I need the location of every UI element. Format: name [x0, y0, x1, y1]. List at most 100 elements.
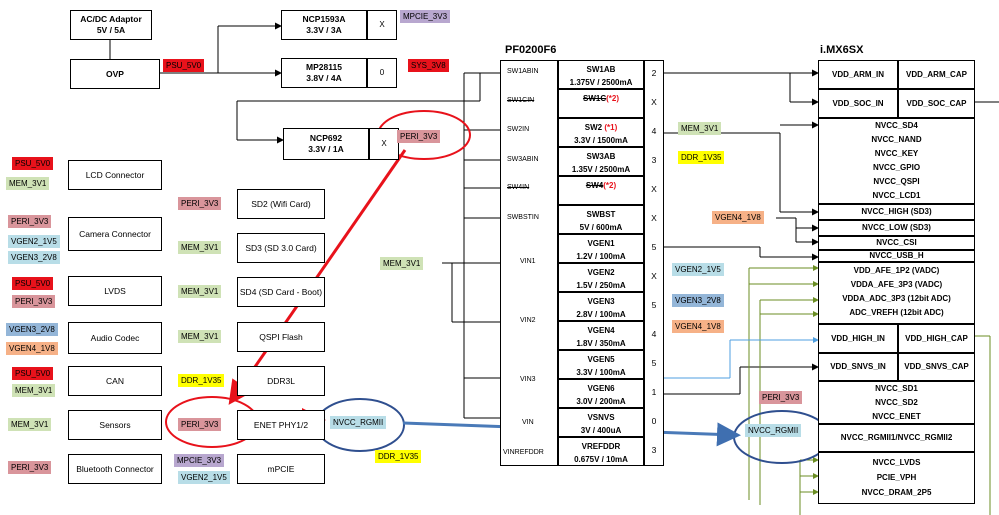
- pin-sw2in: SW2IN: [507, 126, 530, 133]
- ncp692-block: NCP692 3.3V / 1A: [283, 128, 369, 160]
- pf0200-num-column: [644, 60, 664, 466]
- qspi-block: QSPI Flash: [237, 322, 325, 352]
- mem-3v1-tag-right: MEM_3V1: [678, 122, 722, 135]
- camera-tag-vgen3: VGEN3_2V8: [8, 251, 60, 264]
- imx-vdd-soc-cap-label: VDD_SOC_CAP: [906, 99, 967, 108]
- sensors-label: Sensors: [99, 420, 131, 430]
- mpcie-tag: MPCIE_3V3: [174, 454, 225, 467]
- enet-tag: PERI_3V3: [178, 418, 222, 431]
- num-vgen5: 5: [651, 358, 657, 368]
- adaptor-title: AC/DC Adaptor: [80, 14, 142, 24]
- sd4-label: SD4 (SD Card - Boot): [239, 287, 323, 297]
- imx-vdd-snvs-cap: VDD_SNVS_CAP: [898, 353, 975, 381]
- vgen4-1v8-tag-right: VGEN4_1V8: [712, 211, 764, 224]
- imx-vdd-soc-in-label: VDD_SOC_IN: [832, 99, 884, 108]
- lvds-tag-psu: PSU_5V0: [12, 277, 54, 290]
- ddr-1v35-tag-bottom: DDR_1V35: [375, 450, 422, 463]
- imx-nvcc-low: NVCC_LOW (SD3): [818, 220, 975, 236]
- ovp-label: OVP: [106, 69, 124, 79]
- mpcie-tag-vgen2: VGEN2_1V5: [178, 471, 230, 484]
- imx-g3-0: NVCC_LVDS: [872, 458, 921, 467]
- rail-sw1c: SW1C(*2): [558, 89, 644, 118]
- vgen3-2v8-tag-right: VGEN3_2V8: [672, 294, 724, 307]
- imx-g3-1: PCIE_VPH: [876, 473, 917, 482]
- ddr-1v35-tag-right: DDR_1V35: [678, 151, 725, 164]
- imx-vdd-snvs-in-label: VDD_SNVS_IN: [830, 362, 886, 371]
- qspi-label: QSPI Flash: [259, 332, 303, 342]
- rail-sw1ab: SW1AB 1.375V / 2500mA: [558, 60, 644, 89]
- enet-phy-label: ENET PHY1/2: [253, 420, 309, 430]
- num-vgen3: 5: [651, 300, 657, 310]
- mp28115-rating: 3.8V / 4A: [306, 73, 342, 83]
- pf0200-title: PF0200F6: [505, 44, 557, 56]
- pin-vin2: VIN2: [520, 317, 536, 324]
- ncp1593a-pin-value: X: [379, 20, 385, 29]
- nvcc-rgmii-tag-left: NVCC_RGMII: [330, 416, 387, 429]
- imx-nvcc-group-2: NVCC_SD1 NVCC_SD2 NVCC_ENET: [818, 381, 975, 424]
- audio-tag-vgen3: VGEN3_2V8: [6, 323, 58, 336]
- rail-sw1c-name: SW1C: [582, 94, 607, 103]
- rail-swbst-name: SWBST: [586, 210, 616, 219]
- rail-sw3ab-rating: 1.35V / 2500mA: [571, 165, 631, 174]
- nvcc-rgmii-tag-right: NVCC_RGMII: [745, 424, 802, 437]
- rail-vgen2: VGEN2 1.5V / 250mA: [558, 263, 644, 292]
- rail-vgen3-name: VGEN3: [587, 297, 615, 306]
- rail-sw3ab: SW3AB 1.35V / 2500mA: [558, 147, 644, 176]
- rail-sw1ab-rating: 1.375V / 2500mA: [569, 78, 633, 87]
- imx-nvcc-high-label: NVCC_HIGH (SD3): [861, 207, 932, 216]
- rail-vgen6-rating: 3.0V / 200mA: [576, 397, 626, 406]
- can-tag-psu: PSU_5V0: [12, 367, 54, 380]
- sd4-block: SD4 (SD Card - Boot): [237, 277, 325, 307]
- mpcie-3v3-tag-top: MPCIE_3V3: [400, 10, 451, 23]
- num-vsnvs: 0: [651, 416, 657, 426]
- ncp1593a-rating: 3.3V / 3A: [306, 25, 342, 35]
- imx-vdd-soc-cap: VDD_SOC_CAP: [898, 89, 975, 118]
- sensors-block: Sensors: [68, 410, 162, 440]
- sd3-label: SD3 (SD 3.0 Card): [245, 243, 317, 253]
- ovp-block: OVP: [70, 59, 160, 89]
- ddr3l-label: DDR3L: [267, 376, 295, 386]
- rail-vrefddr: VREFDDR 0.675V / 10mA: [558, 437, 644, 466]
- rail-sw4-note: (*2): [603, 181, 617, 190]
- can-block: CAN: [68, 366, 162, 396]
- imx-vdd-high-in: VDD_HIGH_IN: [818, 324, 898, 353]
- sd4-tag: MEM_3V1: [178, 285, 222, 298]
- rail-vgen5-name: VGEN5: [587, 355, 615, 364]
- rail-vgen2-rating: 1.5V / 250mA: [576, 281, 626, 290]
- imx-g1-0: NVCC_SD4: [875, 121, 918, 130]
- rail-sw3ab-name: SW3AB: [586, 152, 616, 161]
- imx-vdd-soc-in: VDD_SOC_IN: [818, 89, 898, 118]
- imx-vdd-arm-cap-label: VDD_ARM_CAP: [906, 70, 967, 79]
- ncp1593a-title: NCP1593A: [302, 14, 346, 24]
- camera-connector-label: Camera Connector: [79, 229, 151, 239]
- num-vgen6: 1: [651, 387, 657, 397]
- num-swbst: X: [651, 213, 657, 223]
- mp28115-title: MP28115: [306, 62, 342, 72]
- imx-g2-0: NVCC_SD1: [875, 384, 918, 393]
- num-vgen1: 5: [651, 242, 657, 252]
- lvds-label: LVDS: [104, 286, 126, 296]
- rail-vgen3-rating: 2.8V / 100mA: [576, 310, 626, 319]
- bt-tag-peri: PERI_3V3: [8, 461, 52, 474]
- qspi-tag: MEM_3V1: [178, 330, 222, 343]
- mpcie-block: mPCIE: [237, 454, 325, 484]
- rail-swbst: SWBST 5V / 600mA: [558, 205, 644, 234]
- imx-nvcc-group-1: NVCC_SD4 NVCC_NAND NVCC_KEY NVCC_GPIO NV…: [818, 118, 975, 204]
- imx-nvcc-usb-h: NVCC_USB_H: [818, 250, 975, 262]
- rail-vgen6: VGEN6 3.0V / 200mA: [558, 379, 644, 408]
- ddr3l-block: DDR3L: [237, 366, 325, 396]
- imx-nvcc-usb-h-label: NVCC_USB_H: [869, 251, 924, 260]
- imx-nvcc-rgmii-label: NVCC_RGMII1/NVCC_RGMII2: [840, 433, 953, 442]
- audio-tag-vgen4: VGEN4_1V8: [6, 342, 58, 355]
- pin-swbstin: SWBSTIN: [507, 214, 539, 221]
- ddr3l-tag: DDR_1V35: [178, 374, 225, 387]
- imx-afe-1: VDDA_AFE_3P3 (VADC): [850, 280, 943, 289]
- rail-vgen5: VGEN5 3.3V / 100mA: [558, 350, 644, 379]
- num-sw4: X: [651, 184, 657, 194]
- sys-3v8-tag: SYS_3V8: [408, 59, 449, 72]
- lcd-tag-mem: MEM_3V1: [6, 177, 50, 190]
- lvds-tag-peri: PERI_3V3: [12, 295, 56, 308]
- rail-vrefddr-rating: 0.675V / 10mA: [574, 455, 628, 464]
- peri-3v3-tag-right: PERI_3V3: [759, 391, 803, 404]
